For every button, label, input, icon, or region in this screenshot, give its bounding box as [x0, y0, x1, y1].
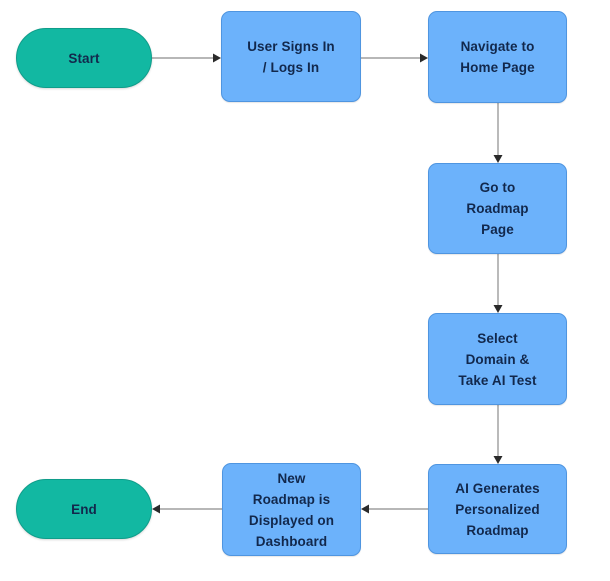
- node-label: Navigate to Home Page: [460, 39, 535, 75]
- node-roadmap-page[interactable]: Go to Roadmap Page: [428, 163, 567, 254]
- arrowhead-icon: [493, 456, 503, 464]
- node-ai-test[interactable]: Select Domain & Take AI Test: [428, 313, 567, 405]
- node-label: AI Generates Personalized Roadmap: [455, 480, 540, 538]
- node-start[interactable]: Start: [16, 28, 152, 88]
- node-label: Go to Roadmap Page: [466, 180, 529, 237]
- edge-dashboard-to-end: [152, 504, 222, 514]
- arrowhead-icon: [361, 504, 369, 514]
- node-sign-in[interactable]: User Signs In / Logs In: [221, 11, 361, 102]
- arrowhead-icon: [493, 305, 503, 313]
- edge-start-to-sign-in: [152, 53, 221, 63]
- node-label: New Roadmap is Displayed on Dashboard: [248, 470, 335, 549]
- edge-ai-test-to-ai-generates: [493, 405, 503, 464]
- node-label: End: [71, 501, 97, 517]
- node-dashboard[interactable]: New Roadmap is Displayed on Dashboard: [222, 463, 361, 556]
- edge-ai-generates-to-dashboard: [361, 504, 428, 514]
- arrowhead-icon: [213, 53, 221, 63]
- node-end[interactable]: End: [16, 479, 152, 539]
- node-ai-generates[interactable]: AI Generates Personalized Roadmap: [428, 464, 567, 554]
- edge-sign-in-to-home-page: [361, 53, 428, 63]
- node-label: Start: [68, 50, 100, 66]
- arrowhead-icon: [152, 504, 160, 514]
- arrowhead-icon: [493, 155, 503, 163]
- node-label: User Signs In / Logs In: [247, 38, 335, 75]
- node-label: Select Domain & Take AI Test: [458, 330, 537, 388]
- edge-roadmap-to-ai-test: [493, 254, 503, 313]
- edge-home-page-to-roadmap: [493, 103, 503, 163]
- node-home-page[interactable]: Navigate to Home Page: [428, 11, 567, 103]
- arrowhead-icon: [420, 53, 428, 63]
